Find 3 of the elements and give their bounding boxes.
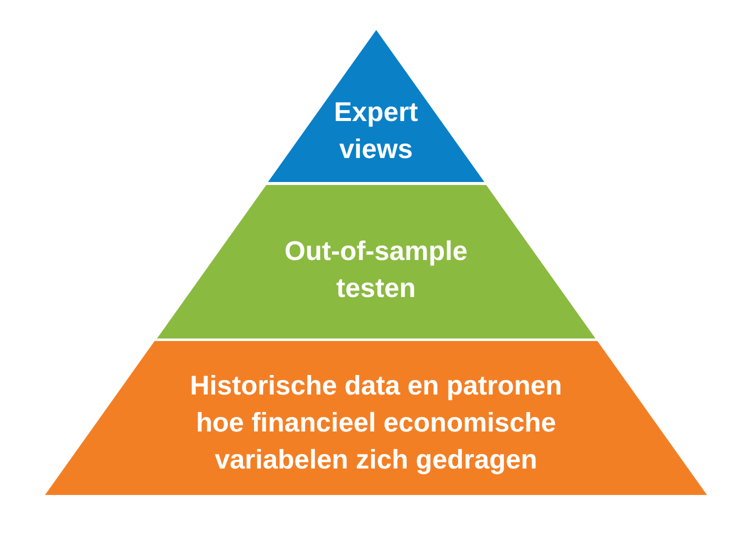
tier-label: Out-of-sample testen [283, 235, 468, 305]
tier-label: Historische data en patronen hoe financieel economische variabelen zich gedragen [188, 370, 564, 476]
tier-label: Expert views [332, 96, 419, 166]
